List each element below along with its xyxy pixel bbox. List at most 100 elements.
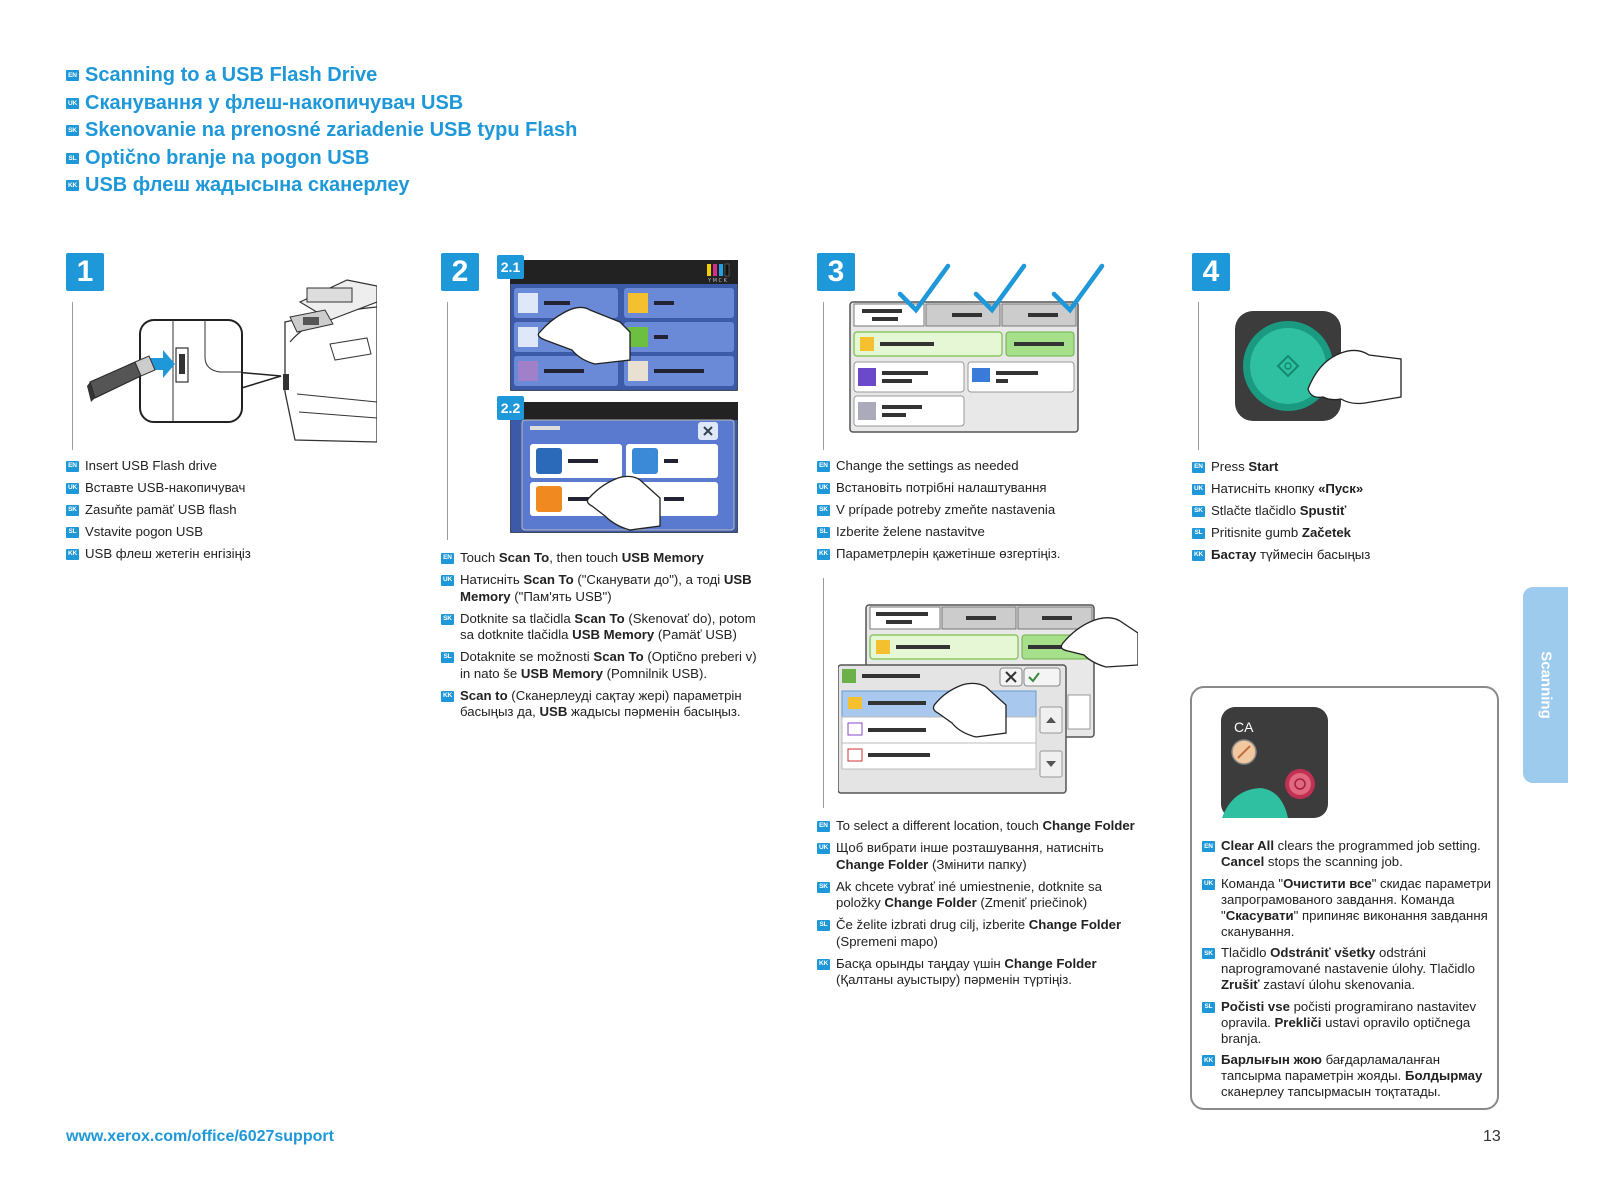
lang-badge: SK [1202,948,1215,959]
bold-term: Scan To [523,572,574,587]
duplex-icon [972,368,990,382]
instruction-text: Vstavite pogon USB [85,524,396,541]
pdf-icon [847,748,863,762]
step-4-divider [1198,302,1199,450]
bold-term: Очистити все [1283,875,1372,891]
bold-term: Change Folder [1028,917,1122,932]
text-segment: Команда " [1221,875,1284,891]
lang-badge: UK [66,97,79,109]
bold-term: Бастау [1211,547,1257,562]
page-number: 13 [1483,1128,1501,1145]
instruction-text: Встановіть потрібні налаштування [836,480,1147,497]
instruction-text: Натисніть кнопку «Пуск» [1211,481,1492,498]
text-segment: Press [1211,459,1249,474]
instruction-text: Stlačte tlačidlo Spustiť [1211,503,1492,520]
bold-term: Change Folder [884,895,977,910]
start-button-illustration [1235,311,1402,421]
text-segment: odstráni naprogramované nastavenie úlohy… [1221,945,1475,976]
lang-badge: EN [66,70,79,82]
lang-badge: SL [1192,528,1205,539]
text-segment: " припиняє виконання завдання сканування… [1221,907,1488,939]
lang-badge: EN [66,461,79,472]
instruction-text: V prípade potreby zmeňte nastavenia [836,502,1147,519]
lang-badge: KK [817,549,830,560]
text-segment: V prípade potreby zmeňte nastavenia [836,502,1056,517]
lang-badge: SL [1202,1001,1215,1013]
clear-all-cancel-illustration: CA [1221,707,1328,818]
instruction-text: USB флеш жетегін енгізіңіз [85,546,396,563]
email-icon [628,293,648,313]
lang-badge: SK [817,505,830,516]
bold-term: Začetek [1301,525,1352,540]
usb-icon [536,486,562,512]
step-1-number: 1 [66,253,104,291]
text-segment: (Zmeniť priečinok) [976,895,1088,910]
instruction-text: Touch Scan To, then touch USB Memory [460,550,759,567]
lang-badge: EN [817,821,830,832]
step-1-divider [72,302,73,450]
text-segment: Натисніть [460,572,524,587]
lang-badge: SL [817,527,830,538]
bold-term: USB Memory [621,550,704,565]
lang-badge: UK [441,575,454,586]
bold-term: Скасувати [1225,907,1294,923]
bold-term: Spustiť [1299,503,1347,518]
instruction-text: Команда "Очистити все" скидає параметри … [1221,876,1496,940]
check-icon [1051,263,1105,314]
hand-icon [586,475,661,531]
usb-stick-icon [87,355,156,402]
hand-icon [1307,349,1402,405]
text-segment: Vstavite pogon USB [85,524,204,539]
check-icon [973,263,1027,314]
text-segment: (Pomnilnik USB). [602,665,707,681]
text-segment: Če želite izbrati drug cilj, izberite [836,917,1029,932]
text-segment: Change the settings as needed [836,458,1019,473]
instruction-text: Вставте USB-накопичувач [85,480,396,497]
lang-badge: SK [66,505,79,516]
support-url-link[interactable]: www.xerox.com/office/6027support [66,1128,334,1145]
text-segment: ustavi opravilo optičnega branja. [1221,1014,1471,1046]
bold-term: Cancel [1221,854,1265,869]
text-segment: Pritisnite gumb [1211,525,1302,540]
bold-term: Prekliči [1274,1014,1322,1030]
bold-term: USB Memory [572,627,655,642]
clear-cancel-note-box [1190,686,1499,1110]
instruction-text: Pritisnite gumb Začetek [1211,525,1492,542]
folder-icon [842,669,856,683]
lang-badge: SK [66,125,79,137]
change-folder-illustration [838,604,1138,794]
bold-term: Scan To [498,550,550,565]
bold-term: Change Folder [836,856,929,872]
instruction-text: Press Start [1211,459,1492,476]
check-icon [897,263,951,314]
lang-badge: KK [66,180,79,192]
text-segment: (Сканерлеуді сақтау жері) параметрін бас… [460,687,742,720]
start-icon [1276,354,1300,378]
text-segment: počisti programirano nastavitev opravila… [1221,998,1477,1030]
bold-term: Change Folder [1004,955,1097,971]
text-segment: Dotaknite se možnosti [460,649,594,664]
lang-badge: EN [817,461,830,472]
section-side-tab[interactable]: Scanning [1523,587,1568,783]
instruction-text: Clear All clears the programmed job sett… [1221,838,1496,870]
text-segment: clears the programmed job setting. [1274,838,1481,853]
resolution-icon [858,402,876,420]
instruction-text: Dotaknite se možnosti Scan To (Optično p… [460,649,759,682]
text-segment: сканерлеу тапсырмасын тоқтатады. [1221,1084,1441,1099]
step-2-divider [447,302,448,540]
